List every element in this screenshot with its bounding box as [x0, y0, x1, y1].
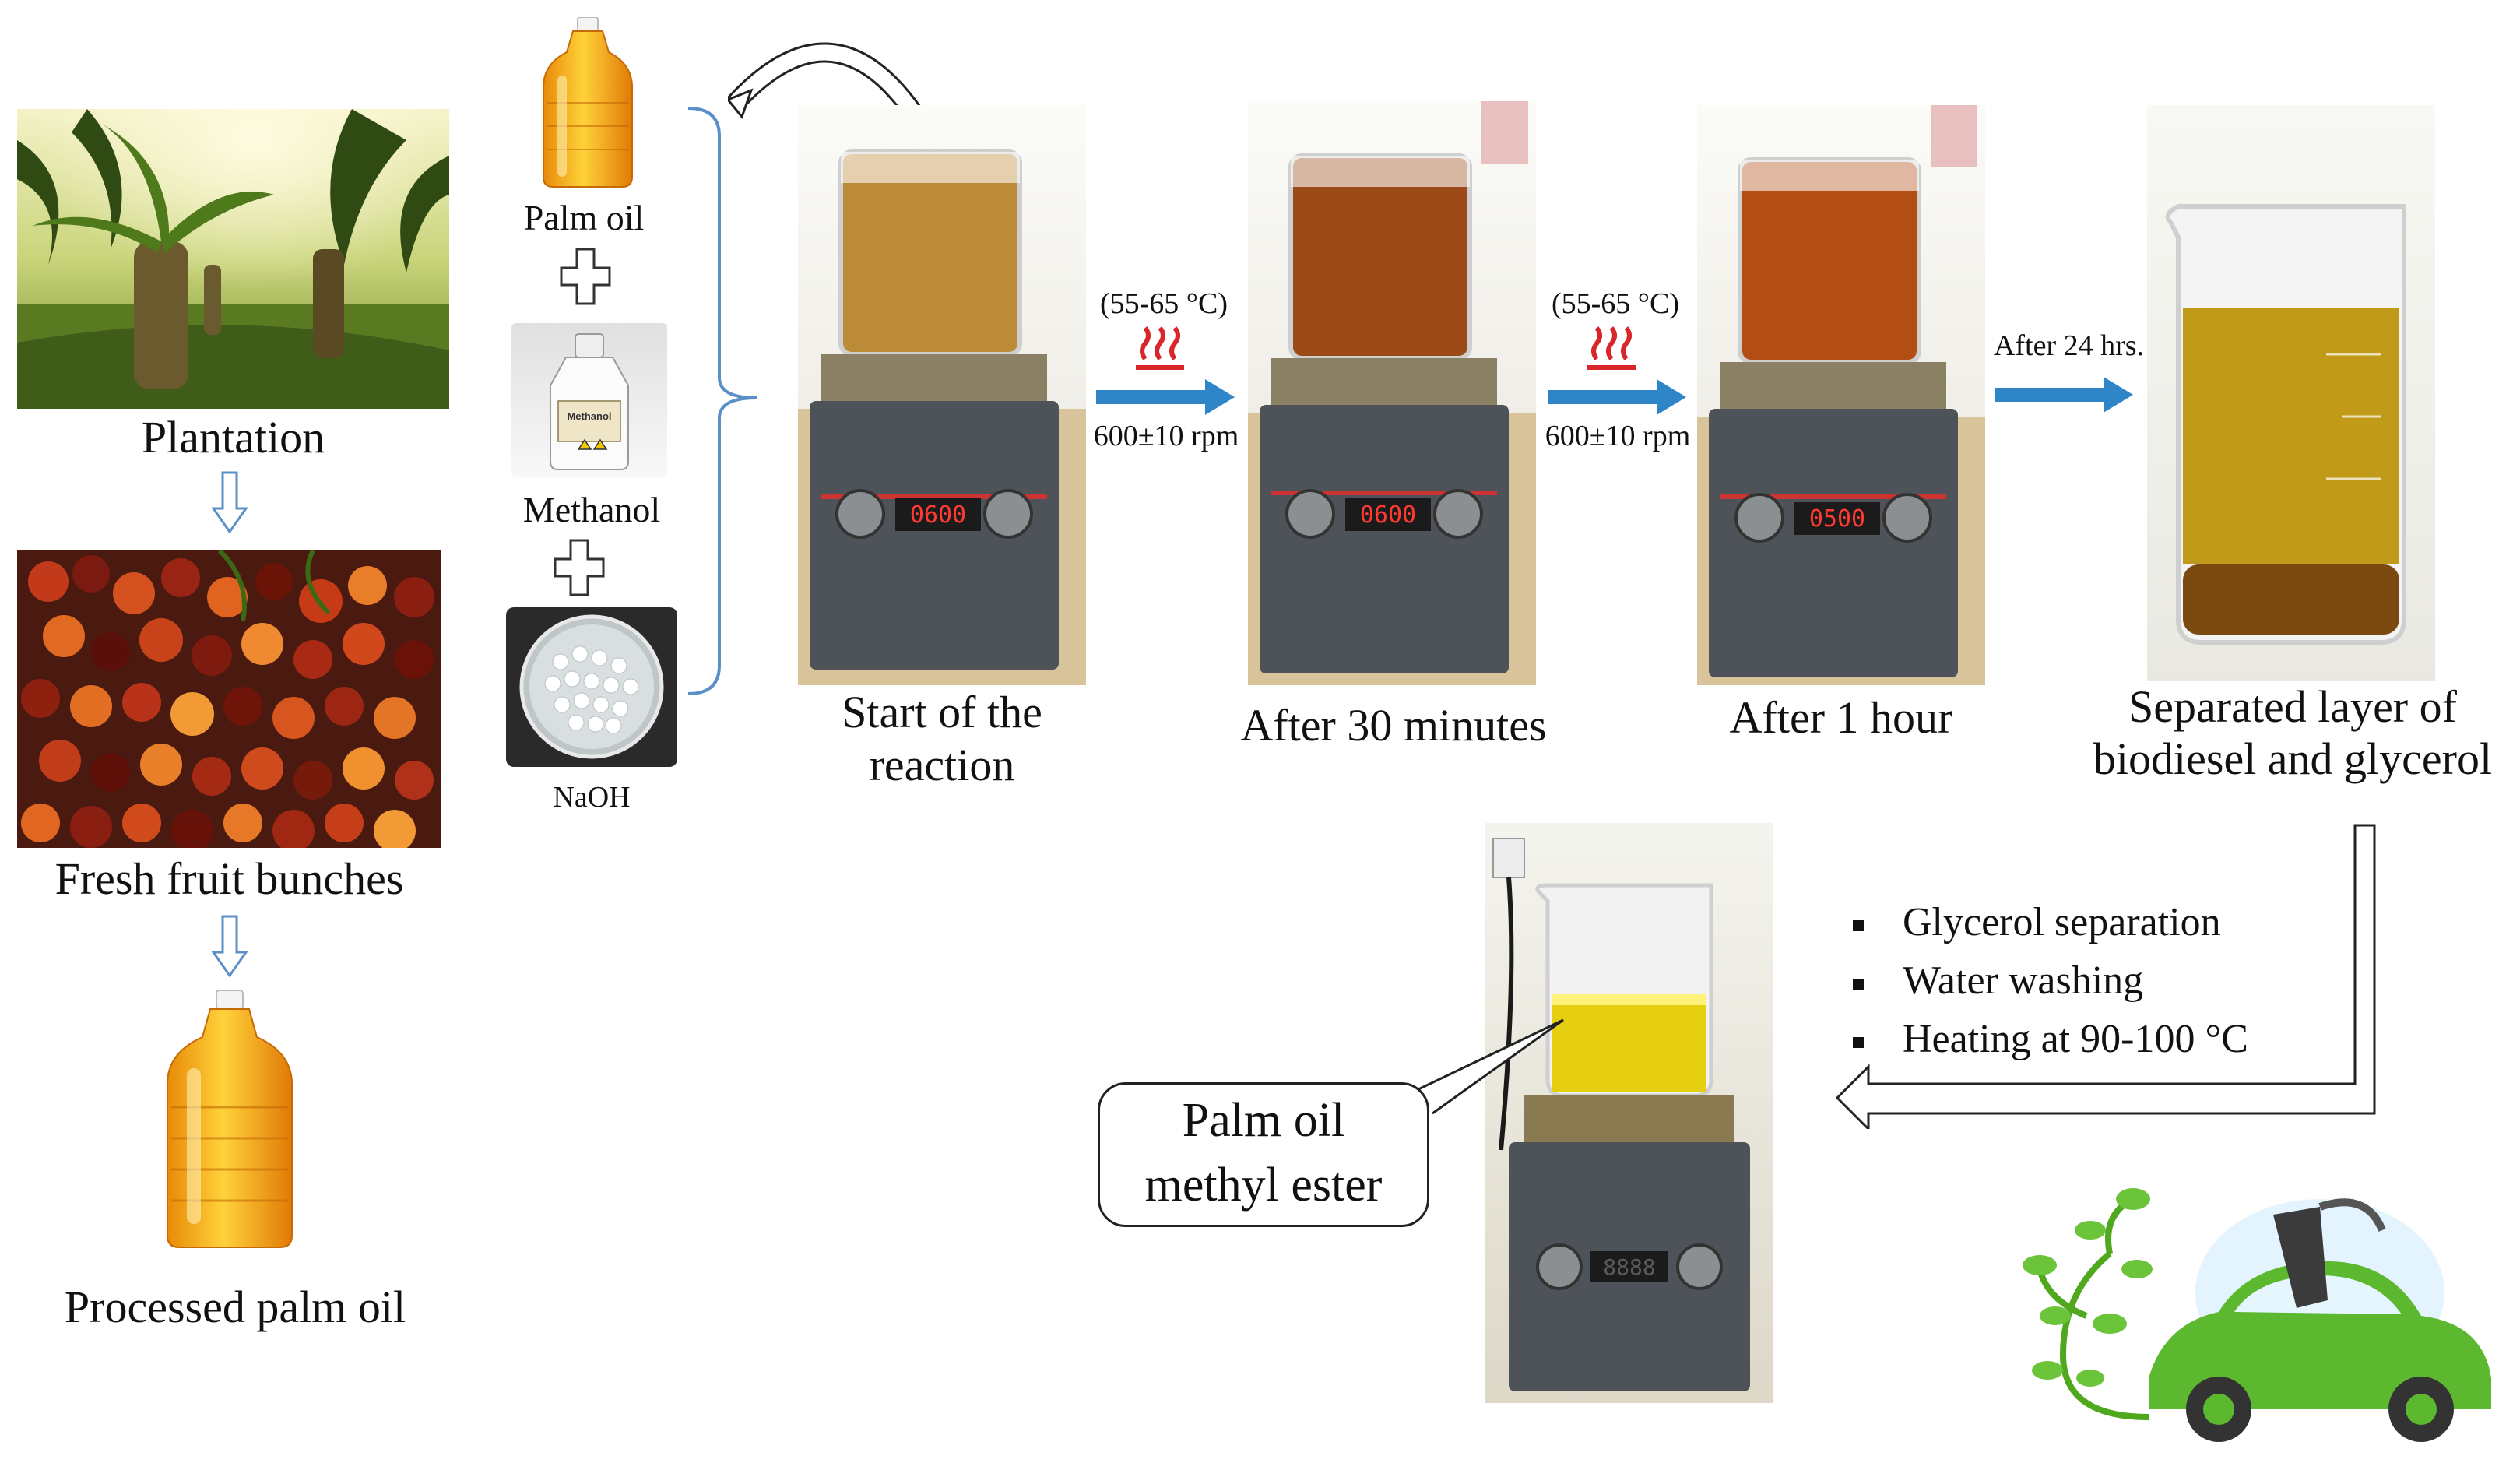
green-car-icon — [2023, 1188, 2491, 1442]
heat-icon — [1136, 326, 1184, 370]
stage-start-label-1: Start of the — [842, 687, 1042, 737]
processed-oil-label: Processed palm oil — [64, 1282, 406, 1332]
heat-icon — [1587, 326, 1636, 370]
post-step-item: Heating at 90-100 °C — [1853, 1016, 2320, 1074]
stage-1hour-photo: 0500 — [1697, 105, 1985, 685]
naoh-dish — [506, 607, 677, 767]
stage-display: 0600 — [910, 501, 966, 529]
stage-separated-photo — [2147, 105, 2435, 681]
final-product-label-2: methyl ester — [1144, 1159, 1383, 1212]
stage-separated-label-1: Separated layer of — [2128, 681, 2457, 732]
palm-oil-bottle — [537, 17, 638, 190]
plus-icon — [560, 248, 611, 305]
final-display: 8888 — [1603, 1254, 1655, 1280]
post-steps-list: Glycerol separation Water washing Heatin… — [1853, 899, 2320, 1074]
down-arrow-icon — [212, 471, 248, 533]
callout-pointer — [1416, 1018, 1564, 1115]
stage-start-label-2: reaction — [869, 740, 1015, 790]
temp-label-1: (55-65 °C) — [1099, 287, 1228, 320]
post-step-text: Heating at 90-100 °C — [1903, 1017, 2248, 1061]
temp-label-2: (55-65 °C) — [1551, 287, 1679, 320]
final-product-label-1: Palm oil — [1182, 1094, 1345, 1147]
processed-oil-bottle — [156, 990, 304, 1255]
stage-separated-label-2: biodiesel and glycerol — [2093, 733, 2493, 784]
stage-30min-photo: 0600 — [1248, 101, 1536, 685]
stage-1hour-label: After 1 hour — [1729, 692, 1953, 743]
ingredient-bracket — [687, 107, 757, 695]
methanol-bottle: Methanol — [511, 323, 667, 477]
stage-display: 0600 — [1360, 501, 1416, 529]
down-arrow-icon — [212, 915, 248, 977]
methanol-label: Methanol — [522, 490, 661, 529]
right-arrow-icon — [1548, 379, 1686, 415]
final-product-photo: 8888 — [1485, 823, 1773, 1403]
fresh-fruit-photo — [17, 550, 441, 848]
palm-oil-label: Palm oil — [523, 198, 645, 237]
naoh-label: NaOH — [553, 781, 631, 814]
final-product-callout — [1098, 1082, 1429, 1227]
plantation-photo — [17, 109, 449, 409]
post-step-text: Water washing — [1903, 958, 2144, 1003]
stage-display: 0500 — [1809, 505, 1865, 533]
post-step-item: Water washing — [1853, 958, 2320, 1016]
plantation-label: Plantation — [141, 412, 325, 462]
right-arrow-icon — [1995, 377, 2133, 413]
rpm-label-1: 600±10 rpm — [1093, 420, 1239, 452]
fresh-fruit-label: Fresh fruit bunches — [54, 853, 404, 904]
methanol-bottle-text: Methanol — [567, 410, 611, 422]
post-step-item: Glycerol separation — [1853, 899, 2320, 958]
stage-start-photo: 0600 — [798, 105, 1086, 685]
post-step-text: Glycerol separation — [1903, 900, 2221, 944]
right-arrow-icon — [1096, 379, 1235, 415]
rpm-label-2: 600±10 rpm — [1545, 420, 1691, 452]
wait-label: After 24 hrs. — [1993, 329, 2145, 362]
plus-icon — [554, 539, 605, 596]
stage-30min-label: After 30 minutes — [1240, 700, 1547, 751]
return-arrow-icon — [1835, 824, 2376, 1129]
